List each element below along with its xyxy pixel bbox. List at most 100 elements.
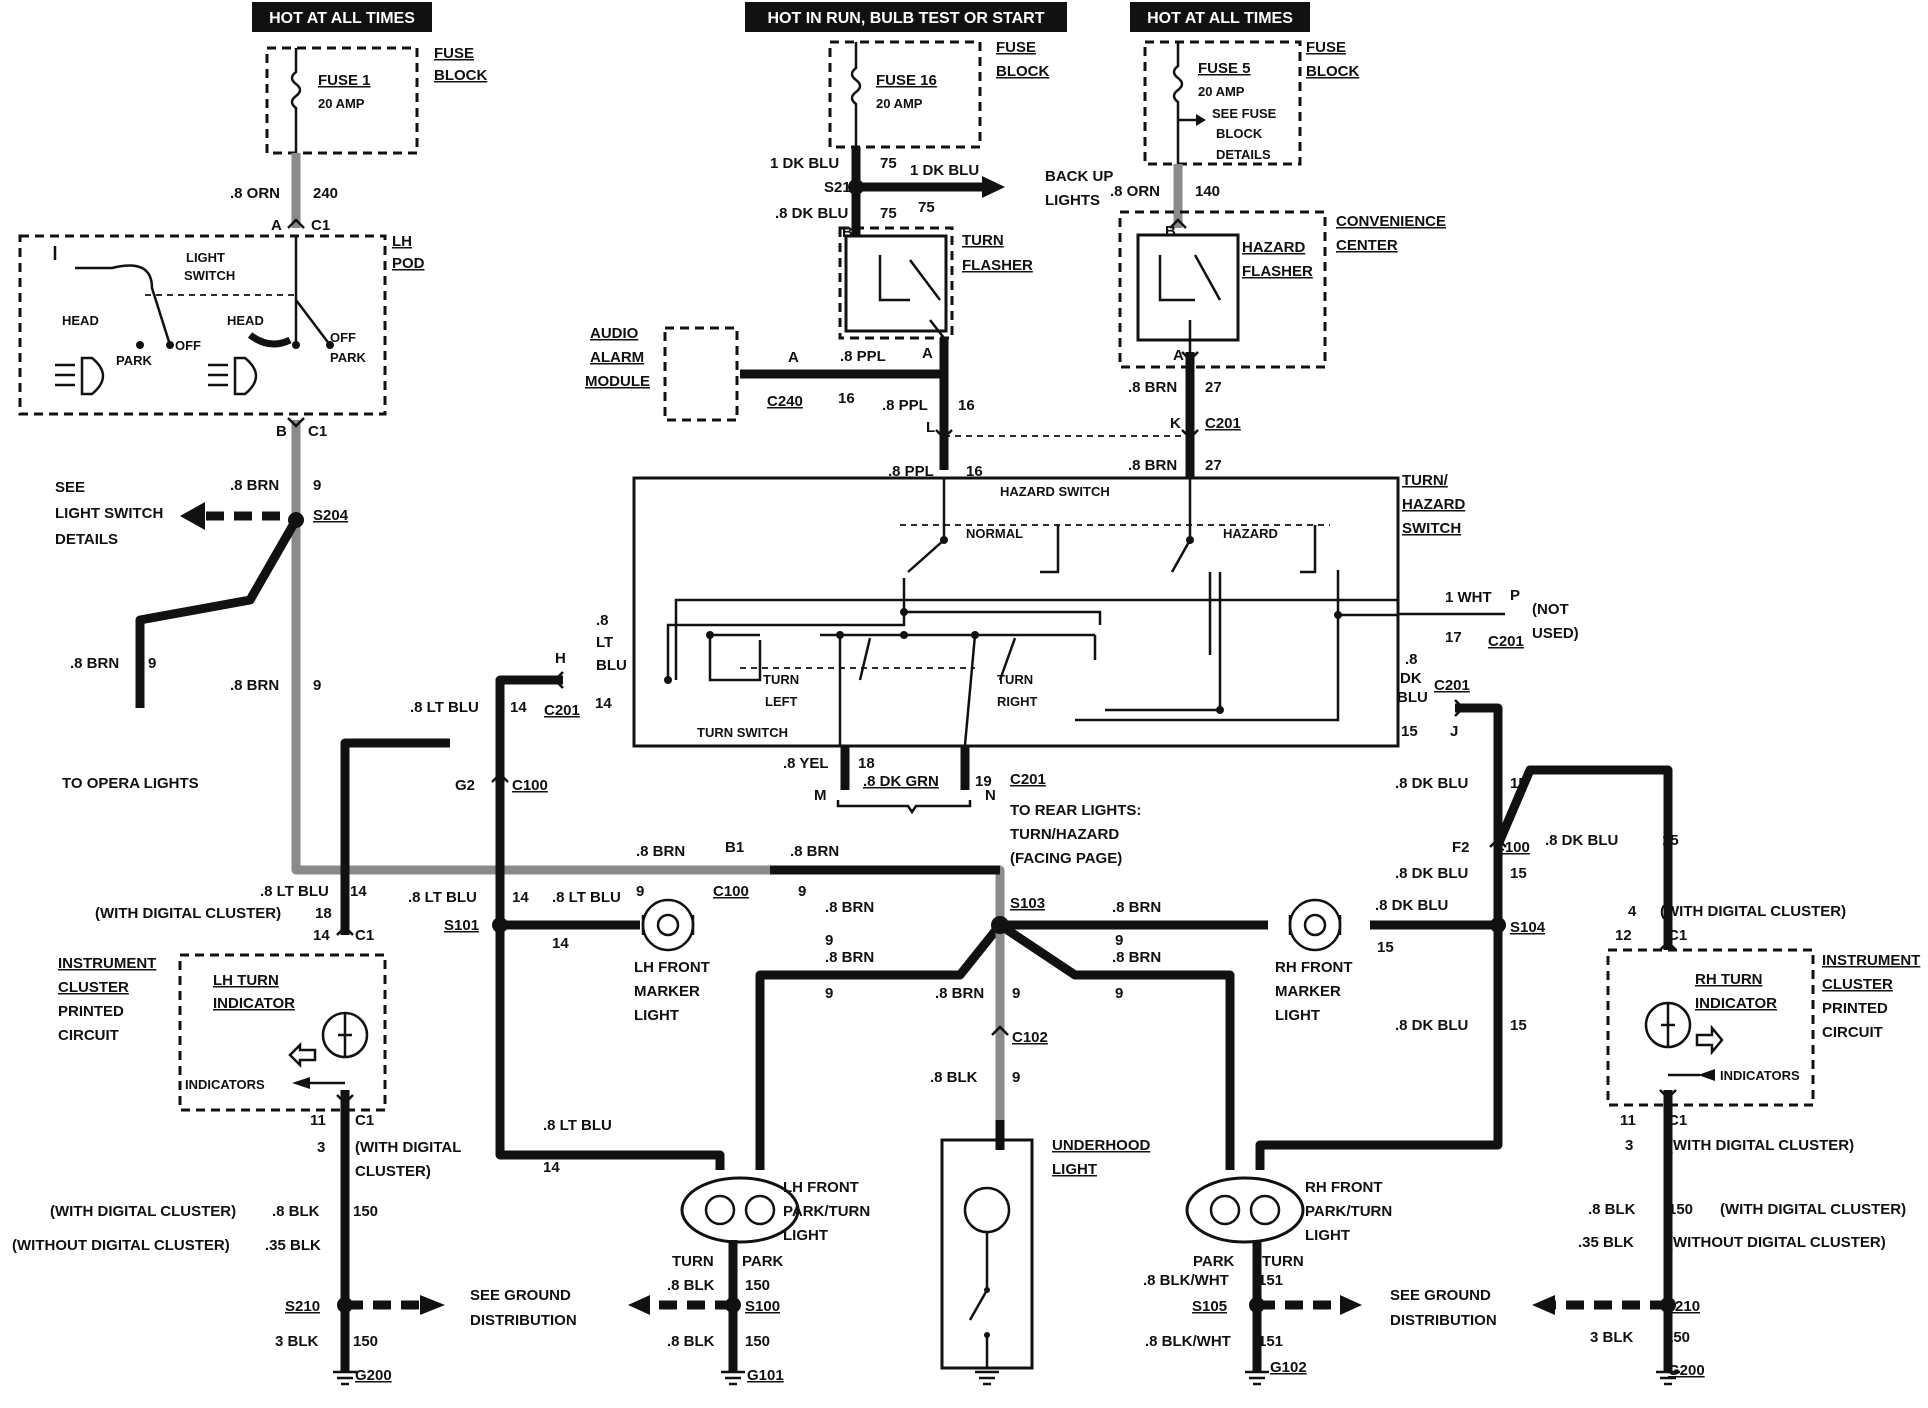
svg-text:BACK UP: BACK UP [1045, 168, 1113, 185]
wire-brn-9-rh-park [997, 921, 1235, 1170]
svg-text:.8 LT BLU: .8 LT BLU [408, 889, 477, 906]
splice-s104 [1490, 917, 1506, 933]
svg-text:150: 150 [353, 1333, 378, 1350]
svg-text:BLOCK: BLOCK [996, 63, 1049, 80]
svg-text:1 WHT: 1 WHT [1445, 589, 1492, 606]
wire-brn-9 [291, 420, 1005, 925]
svg-text:.8 BRN: .8 BRN [825, 899, 874, 916]
svg-text:240: 240 [313, 185, 338, 202]
svg-text:FUSE 1: FUSE 1 [318, 72, 371, 89]
ground-icon [333, 1370, 357, 1386]
svg-text:FUSE: FUSE [1306, 39, 1346, 56]
svg-text:S204: S204 [313, 507, 349, 524]
svg-text:S103: S103 [1010, 895, 1045, 912]
svg-text:.8 PPL: .8 PPL [882, 397, 928, 414]
svg-text:TO OPERA LIGHTS: TO OPERA LIGHTS [62, 775, 199, 792]
svg-text:(WITH DIGITAL: (WITH DIGITAL [355, 1139, 461, 1156]
svg-text:HAZARD: HAZARD [1242, 239, 1305, 256]
splice-s103 [991, 916, 1009, 934]
svg-text:HAZARD SWITCH: HAZARD SWITCH [1000, 484, 1110, 499]
svg-text:C100: C100 [512, 777, 548, 794]
wire-lt-blu-14-cluster [340, 738, 450, 935]
svg-text:FUSE 5: FUSE 5 [1198, 60, 1251, 77]
wire-dk-blu-15-cluster [1493, 765, 1673, 950]
svg-text:FUSE: FUSE [996, 39, 1036, 56]
svg-text:PRINTED: PRINTED [58, 1003, 124, 1020]
svg-text:S210: S210 [285, 1298, 320, 1315]
header-hot-in-run: HOT IN RUN, BULB TEST OR START [745, 2, 1067, 32]
svg-text:.8 BRN: .8 BRN [230, 677, 279, 694]
svg-text:H: H [555, 650, 566, 667]
svg-text:.8 DK BLU: .8 DK BLU [775, 205, 848, 222]
svg-text:.35 BLK: .35 BLK [1578, 1234, 1634, 1251]
svg-text:LH TURN: LH TURN [213, 972, 279, 989]
svg-text:LIGHT: LIGHT [1275, 1007, 1320, 1024]
svg-text:11: 11 [310, 1112, 326, 1129]
svg-text:.8 PPL: .8 PPL [840, 348, 886, 365]
svg-text:3 BLK: 3 BLK [1590, 1329, 1634, 1346]
svg-text:14: 14 [512, 889, 529, 906]
svg-text:LIGHT: LIGHT [186, 250, 225, 265]
svg-text:18: 18 [858, 755, 875, 772]
svg-text:19: 19 [975, 773, 992, 790]
svg-text:.8: .8 [596, 612, 609, 629]
svg-text:C201: C201 [544, 702, 580, 719]
svg-text:P: P [1510, 587, 1520, 604]
svg-text:20 AMP: 20 AMP [876, 96, 923, 111]
svg-text:AUDIO: AUDIO [590, 325, 639, 342]
connector-symbols [287, 218, 1677, 1105]
svg-text:(WITH DIGITAL CLUSTER): (WITH DIGITAL CLUSTER) [1660, 903, 1846, 920]
splice-s204 [288, 512, 304, 528]
svg-text:MODULE: MODULE [585, 373, 650, 390]
svg-text:PARK: PARK [116, 353, 152, 368]
svg-text:HEAD: HEAD [62, 313, 99, 328]
svg-text:INDICATORS: INDICATORS [1720, 1068, 1800, 1083]
svg-text:(FACING PAGE): (FACING PAGE) [1010, 850, 1122, 867]
svg-text:TO REAR LIGHTS:: TO REAR LIGHTS: [1010, 802, 1141, 819]
svg-text:.8 BRN: .8 BRN [1128, 379, 1177, 396]
svg-text:9: 9 [313, 477, 321, 494]
wire-dk-blu-15 [1255, 703, 1503, 1170]
svg-text:C201: C201 [1010, 771, 1046, 788]
svg-text:DETAILS: DETAILS [1216, 147, 1271, 162]
svg-text:.8 DK BLU: .8 DK BLU [1545, 832, 1618, 849]
svg-text:.8 DK GRN: .8 DK GRN [863, 773, 939, 790]
svg-text:.8 BLK: .8 BLK [667, 1277, 715, 1294]
svg-text:CLUSTER: CLUSTER [58, 979, 129, 996]
svg-text:20 AMP: 20 AMP [318, 96, 365, 111]
svg-text:FLASHER: FLASHER [1242, 263, 1313, 280]
svg-text:18: 18 [315, 905, 332, 922]
svg-text:9: 9 [313, 677, 321, 694]
svg-text:CLUSTER): CLUSTER) [355, 1163, 431, 1180]
svg-text:POD: POD [392, 255, 425, 272]
svg-text:FLASHER: FLASHER [962, 257, 1033, 274]
svg-text:15: 15 [1401, 723, 1418, 740]
svg-text:.8 DK BLU: .8 DK BLU [1395, 865, 1468, 882]
svg-text:150: 150 [1665, 1329, 1690, 1346]
svg-text:LH FRONT: LH FRONT [634, 959, 710, 976]
svg-text:20 AMP: 20 AMP [1198, 84, 1245, 99]
svg-text:9: 9 [148, 655, 156, 672]
svg-text:DETAILS: DETAILS [55, 531, 118, 548]
svg-text:G200: G200 [355, 1367, 392, 1384]
svg-text:75: 75 [918, 199, 935, 216]
convenience-center: HAZARD FLASHER CONVENIENCE CENTER [1118, 210, 1446, 369]
wire-brn-9-lh-park [755, 922, 1004, 1170]
svg-text:(WITH DIGITAL CLUSTER): (WITH DIGITAL CLUSTER) [1720, 1201, 1906, 1218]
svg-text:150: 150 [745, 1333, 770, 1350]
svg-text:.8 ORN: .8 ORN [230, 185, 280, 202]
svg-text:15: 15 [1662, 832, 1679, 849]
svg-text:TURN: TURN [672, 1253, 714, 1270]
svg-text:TURN: TURN [997, 672, 1033, 687]
svg-text:.8 PPL: .8 PPL [888, 463, 934, 480]
audio-alarm-module: AUDIO ALARM MODULE [585, 325, 739, 422]
svg-text:1 DK BLU: 1 DK BLU [910, 162, 979, 179]
svg-text:DK: DK [1400, 670, 1422, 687]
turn-flasher: TURN FLASHER [838, 226, 1033, 340]
svg-text:C1: C1 [311, 217, 330, 234]
svg-text:G200: G200 [1668, 1362, 1705, 1379]
svg-text:HAZARD: HAZARD [1223, 526, 1278, 541]
svg-text:.8 LT BLU: .8 LT BLU [260, 883, 329, 900]
svg-text:A: A [788, 349, 799, 366]
